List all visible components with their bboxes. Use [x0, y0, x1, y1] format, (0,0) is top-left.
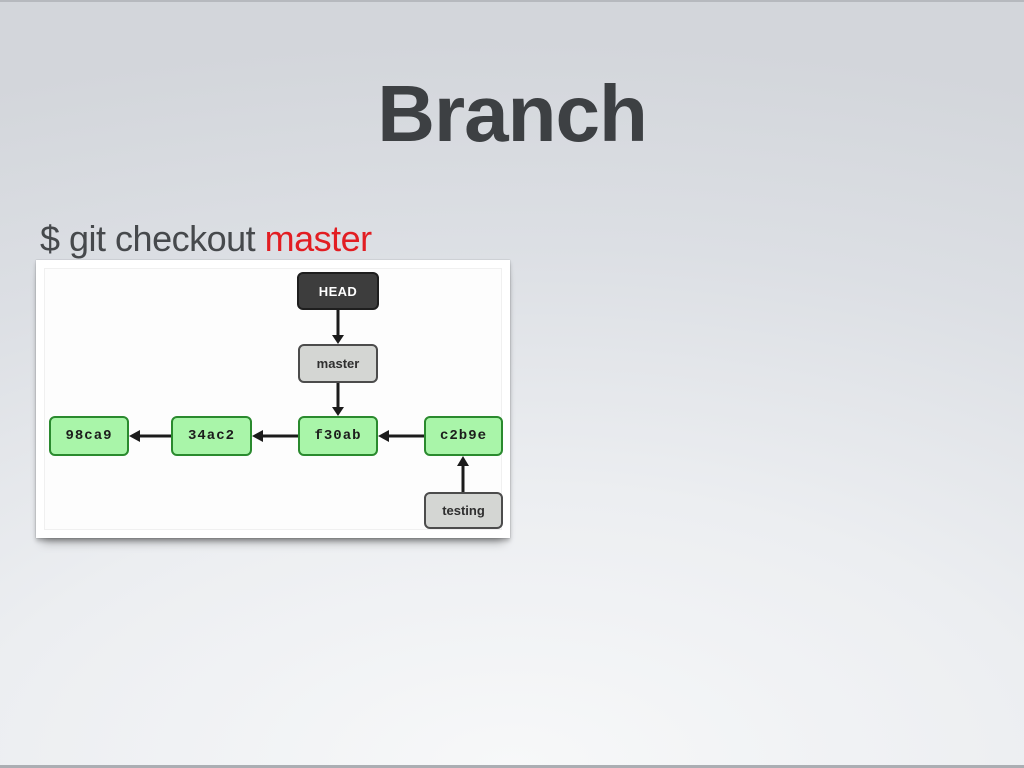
node-commit-f30ab: f30ab	[298, 416, 378, 456]
page-title: Branch	[377, 69, 648, 158]
node-commit-c2b9e: c2b9e	[424, 416, 503, 456]
edge-c2b9e-to-f30ab	[378, 430, 424, 442]
node-branch-testing: testing	[424, 492, 503, 529]
command-prompt-text: $ git checkout	[40, 218, 265, 259]
edge-testing-to-c2b9e	[457, 456, 469, 492]
node-head-pointer: HEAD	[297, 272, 379, 310]
edge-f30ab-to-34ac2	[252, 430, 298, 442]
node-commit-98ca9: 98ca9	[49, 416, 129, 456]
terminal-command: $ git checkout master	[40, 218, 372, 260]
edge-head-to-master	[332, 310, 344, 344]
edge-master-to-f30ab	[332, 383, 344, 416]
git-commit-graph: HEAD master 98ca9 34ac2 f30ab c2b9e test…	[44, 268, 503, 530]
git-diagram-figure: HEAD master 98ca9 34ac2 f30ab c2b9e test…	[36, 260, 510, 538]
command-argument-text: master	[264, 218, 373, 259]
diagram-arrows	[129, 310, 469, 492]
edge-34ac2-to-98ca9	[129, 430, 171, 442]
node-commit-34ac2: 34ac2	[171, 416, 252, 456]
node-branch-master: master	[298, 344, 378, 383]
